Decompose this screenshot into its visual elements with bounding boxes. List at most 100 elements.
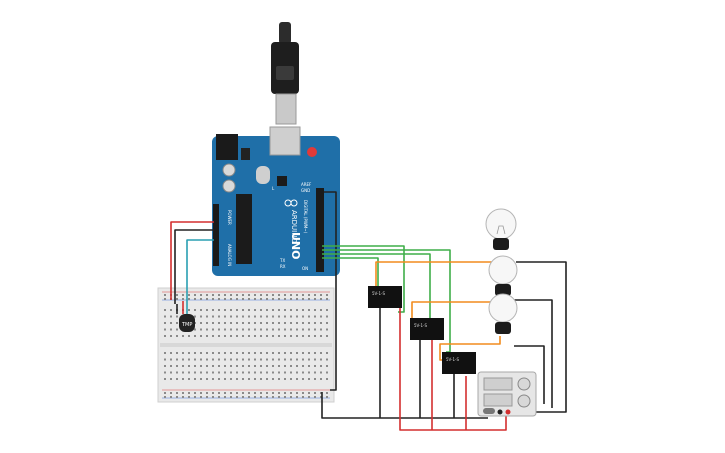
breadboard-hole [308, 322, 310, 324]
relay-1-label: 5V-1-S [372, 291, 385, 296]
breadboard-hole [314, 378, 316, 380]
breadboard-hole [218, 309, 220, 311]
breadboard-hole [302, 294, 304, 296]
breadboard-hole [176, 371, 178, 374]
breadboard-hole [182, 335, 184, 337]
breadboard-hole [254, 392, 256, 394]
breadboard-hole [272, 315, 274, 318]
breadboard-hole [302, 335, 304, 337]
breadboard-hole [194, 294, 196, 296]
relay-3[interactable]: 5V-1-S [442, 352, 476, 374]
reset-button[interactable] [307, 147, 317, 157]
breadboard-hole [194, 328, 196, 331]
breadboard-hole [242, 378, 244, 380]
breadboard-hole [296, 328, 298, 331]
breadboard-hole [236, 396, 238, 398]
breadboard-hole [284, 365, 286, 367]
breadboard-hole [278, 378, 280, 380]
breadboard-hole [164, 294, 166, 296]
breadboard-hole [254, 309, 256, 311]
breadboard-hole [260, 294, 262, 296]
breadboard-hole [164, 352, 166, 354]
breadboard-hole [284, 294, 286, 296]
breadboard-hole [164, 392, 166, 394]
breadboard-hole [296, 371, 298, 374]
terminal-negative[interactable] [497, 409, 503, 415]
breadboard-hole [248, 294, 250, 296]
bulb-base [493, 238, 509, 250]
sensor-label: TMP [181, 322, 192, 328]
arduino-board[interactable]: ARDUINO UNO DIGITAL (PWM~) ANALOG IN POW… [212, 126, 340, 276]
breadboard-hole [266, 358, 268, 361]
breadboard-hole [266, 365, 268, 367]
breadboard-hole [290, 365, 292, 367]
breadboard-hole [188, 396, 190, 398]
breadboard-hole [284, 371, 286, 374]
breadboard-hole [242, 315, 244, 318]
breadboard-hole [308, 358, 310, 361]
breadboard-hole [182, 358, 184, 361]
breadboard-hole [206, 315, 208, 318]
breadboard-hole [188, 294, 190, 296]
breadboard-hole [230, 328, 232, 331]
breadboard-hole [326, 328, 328, 331]
breadboard-hole [290, 309, 292, 311]
breadboard-hole [194, 396, 196, 398]
power-supply[interactable] [477, 371, 537, 417]
breadboard-hole [296, 358, 298, 361]
breadboard-hole [308, 392, 310, 394]
breadboard-hole [278, 358, 280, 361]
breadboard-hole [200, 371, 202, 374]
breadboard-hole [248, 335, 250, 337]
breadboard-hole [260, 298, 262, 300]
breadboard-hole [176, 365, 178, 367]
breadboard-hole [242, 352, 244, 354]
breadboard-hole [296, 335, 298, 337]
breadboard-hole [212, 298, 214, 300]
temperature-sensor[interactable]: TMP [179, 314, 195, 332]
breadboard-hole [200, 322, 202, 324]
bulb-2[interactable] [488, 255, 518, 296]
breadboard[interactable] [157, 287, 335, 403]
breadboard-hole [188, 358, 190, 361]
breadboard-hole [260, 396, 262, 398]
knob-voltage[interactable] [517, 377, 531, 391]
bulb-3[interactable] [488, 293, 518, 334]
relay-1[interactable]: 5V-1-S [368, 286, 402, 308]
breadboard-hole [200, 309, 202, 311]
breadboard-hole [200, 358, 202, 361]
breadboard-hole [260, 371, 262, 374]
breadboard-hole [260, 358, 262, 361]
power-switch[interactable] [483, 408, 495, 414]
breadboard-hole [302, 365, 304, 367]
capacitor-2 [222, 179, 236, 193]
breadboard-hole [248, 315, 250, 318]
wire-red-bottom [399, 306, 507, 431]
breadboard-hole [290, 298, 292, 300]
breadboard-hole [296, 322, 298, 324]
bulb-1[interactable] [485, 208, 517, 250]
usb-cable[interactable] [271, 22, 299, 125]
terminal-positive[interactable] [505, 409, 511, 415]
breadboard-hole [278, 322, 280, 324]
knob-current[interactable] [517, 394, 531, 408]
wires [170, 191, 567, 431]
breadboard-hole [254, 365, 256, 367]
breadboard-hole [254, 371, 256, 374]
breadboard-hole [212, 378, 214, 380]
breadboard-hole [242, 298, 244, 300]
breadboard-hole [236, 298, 238, 300]
relay-2[interactable]: 5V-1-S [410, 318, 444, 340]
breadboard-hole [224, 365, 226, 367]
breadboard-hole [218, 298, 220, 300]
breadboard-hole [296, 378, 298, 380]
breadboard-hole [320, 358, 322, 361]
breadboard-hole [194, 352, 196, 354]
breadboard-hole [218, 294, 220, 296]
breadboard-hole [206, 322, 208, 324]
breadboard-hole [212, 335, 214, 337]
breadboard-hole [170, 309, 172, 311]
bulb-base [495, 284, 511, 296]
breadboard-hole [164, 365, 166, 367]
breadboard-hole [236, 309, 238, 311]
